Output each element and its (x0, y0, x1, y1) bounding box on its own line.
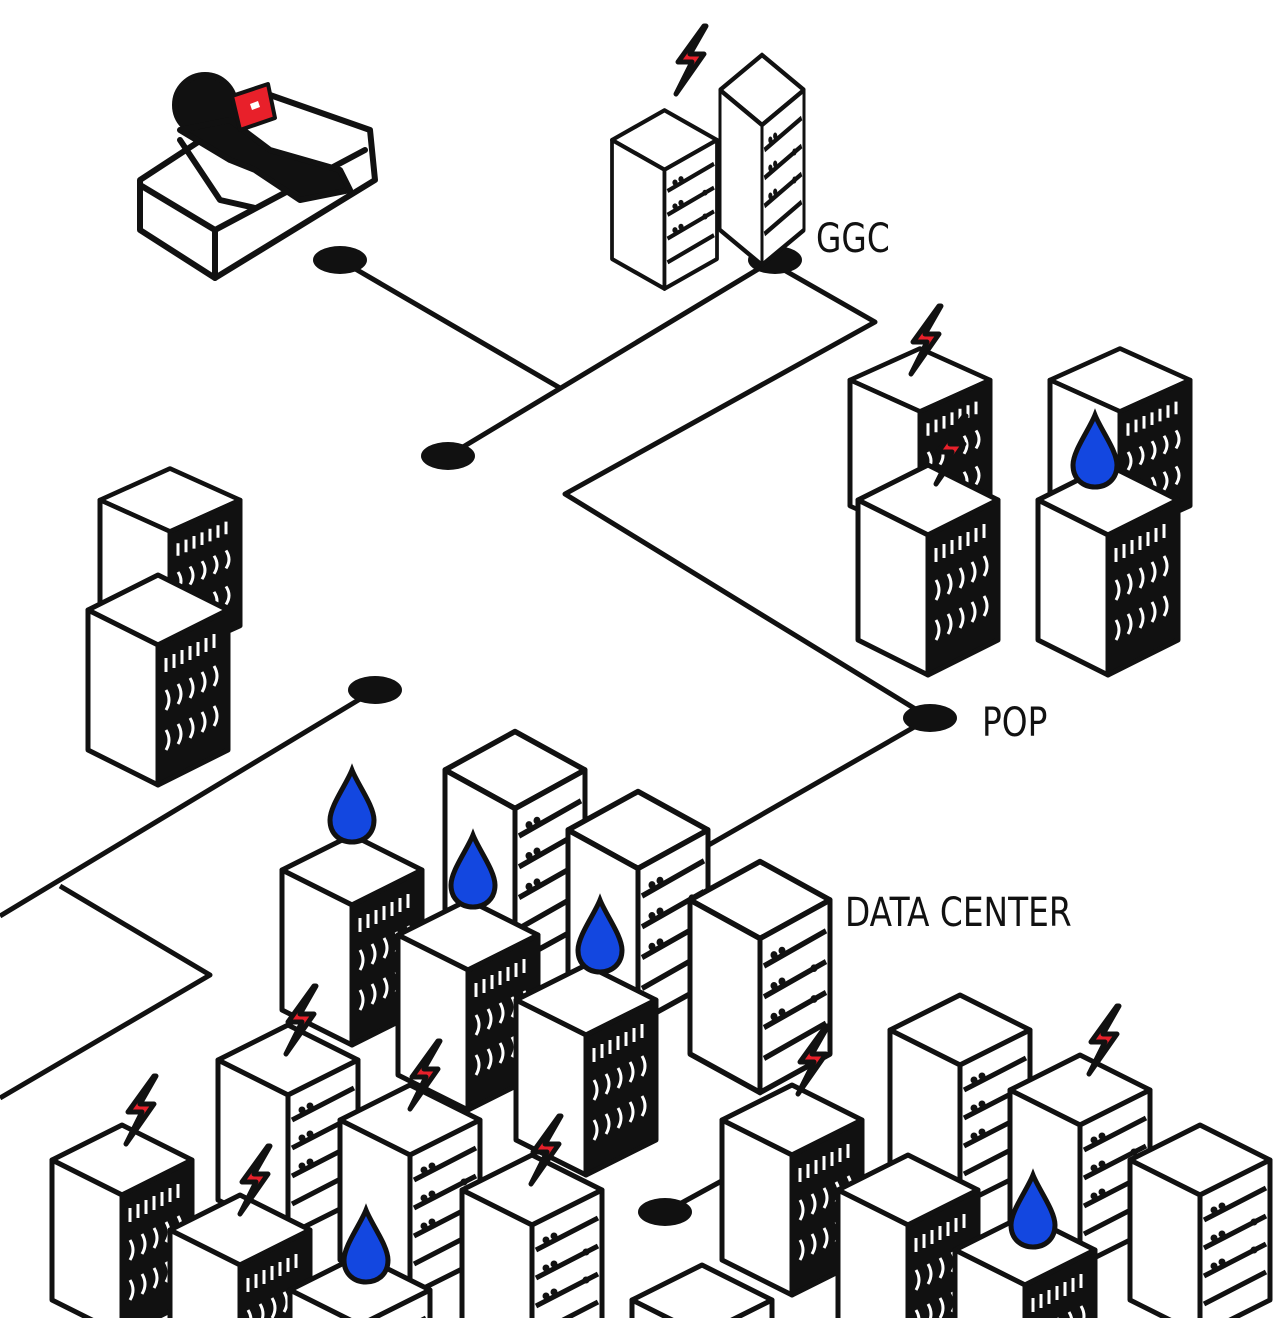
data-center-label: DATA CENTER (845, 890, 1072, 936)
node-left (348, 676, 402, 704)
data-center-servers (52, 732, 1270, 1318)
ggc-label: GGC (816, 216, 890, 262)
link-junction-ggc (446, 259, 932, 721)
power-icon (676, 26, 706, 94)
viewer-on-sofa (137, 72, 378, 281)
left-servers (88, 469, 240, 786)
node-pop (903, 704, 957, 732)
link-pop-datacenter (698, 715, 932, 853)
node-viewer (313, 246, 367, 274)
ggc-servers (612, 26, 804, 289)
node-junction (421, 442, 475, 470)
link-left-loop (0, 883, 213, 1101)
link-viewer-junction (338, 257, 562, 391)
link-left-branch (0, 687, 377, 919)
node-bottom (638, 1198, 692, 1226)
power-icon (1089, 1006, 1119, 1074)
water-drop-icon (330, 770, 374, 842)
pop-label: POP (982, 700, 1048, 746)
pop-servers (850, 306, 1190, 675)
